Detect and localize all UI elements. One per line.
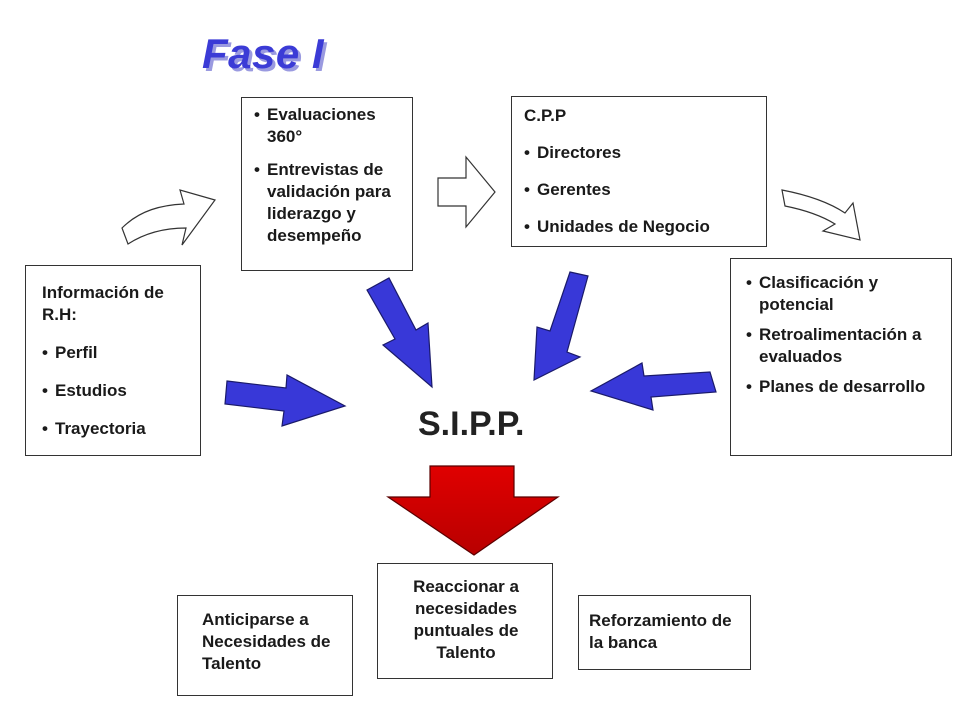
anticipate-box: Anticiparse a Necesidades de Talento xyxy=(177,595,353,696)
curved-arrow-down-icon xyxy=(781,189,861,241)
react-text: Reaccionar a necesidades puntuales de Ta… xyxy=(413,577,519,662)
evaluations-item-360: Evaluaciones 360° xyxy=(254,104,408,148)
evaluations-item-interviews: Entrevistas de validación para liderazgo… xyxy=(254,159,408,247)
hr-info-item-trajectory: Trayectoria xyxy=(42,418,186,440)
classification-item-feedback: Retroalimentación a evaluados xyxy=(746,324,945,368)
hr-info-heading: Información de R.H: xyxy=(42,283,164,324)
reinforce-text: Reforzamiento de la banca xyxy=(589,611,732,652)
cpp-item-directors: Directores xyxy=(524,142,760,164)
sipp-label: S.I.P.P. xyxy=(418,405,525,443)
diagram-title: Fase I xyxy=(202,30,325,77)
classification-box: Clasificación y potencial Retroalimentac… xyxy=(730,258,952,456)
red-down-arrow-icon xyxy=(386,465,560,556)
cpp-box: C.P.P Directores Gerentes Unidades de Ne… xyxy=(511,96,767,247)
hr-info-item-studies: Estudios xyxy=(42,380,186,402)
anticipate-text: Anticiparse a Necesidades de Talento xyxy=(202,610,331,673)
hr-info-item-profile: Perfil xyxy=(42,342,186,364)
classification-list: Clasificación y potencial Retroalimentac… xyxy=(746,272,945,398)
blue-arrow-from-cpp-icon xyxy=(533,271,589,381)
hr-info-box: Información de R.H: Perfil Estudios Tray… xyxy=(25,265,201,456)
blue-arrow-from-evaluations-icon xyxy=(366,277,433,389)
blue-arrow-from-classification-icon xyxy=(589,362,717,411)
react-box: Reaccionar a necesidades puntuales de Ta… xyxy=(377,563,553,679)
classification-item-potential: Clasificación y potencial xyxy=(746,272,945,316)
right-arrow-icon xyxy=(437,155,496,229)
classification-item-plans: Planes de desarrollo xyxy=(746,376,945,398)
cpp-list: Directores Gerentes Unidades de Negocio xyxy=(524,142,760,238)
hr-info-list: Perfil Estudios Trayectoria xyxy=(42,342,186,440)
blue-arrow-from-hr-icon xyxy=(224,374,347,427)
cpp-item-business-units: Unidades de Negocio xyxy=(524,216,760,238)
evaluations-list: Evaluaciones 360° Entrevistas de validac… xyxy=(254,104,408,247)
evaluations-box: Evaluaciones 360° Entrevistas de validac… xyxy=(241,97,413,271)
cpp-heading: C.P.P xyxy=(524,106,567,125)
reinforce-box: Reforzamiento de la banca xyxy=(578,595,751,670)
cpp-item-managers: Gerentes xyxy=(524,179,760,201)
curved-arrow-up-icon xyxy=(121,189,216,246)
